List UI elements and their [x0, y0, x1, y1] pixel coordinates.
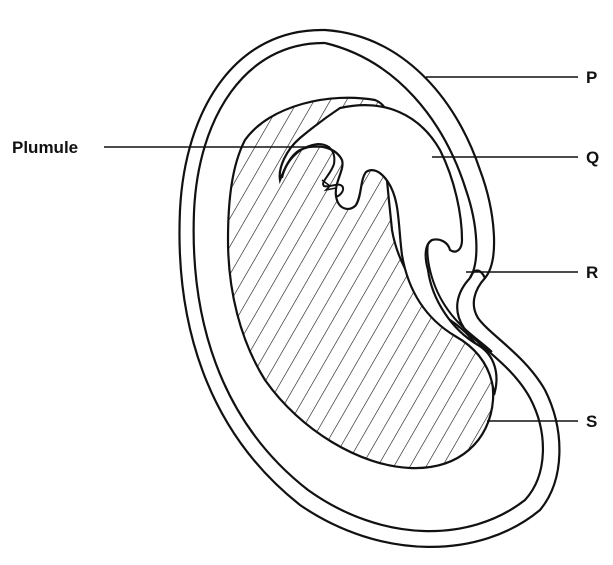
- label-plumule: Plumule: [12, 138, 78, 157]
- label-s: S: [586, 412, 597, 431]
- label-p: P: [586, 68, 597, 87]
- label-r: R: [586, 263, 598, 282]
- label-q: Q: [586, 148, 599, 167]
